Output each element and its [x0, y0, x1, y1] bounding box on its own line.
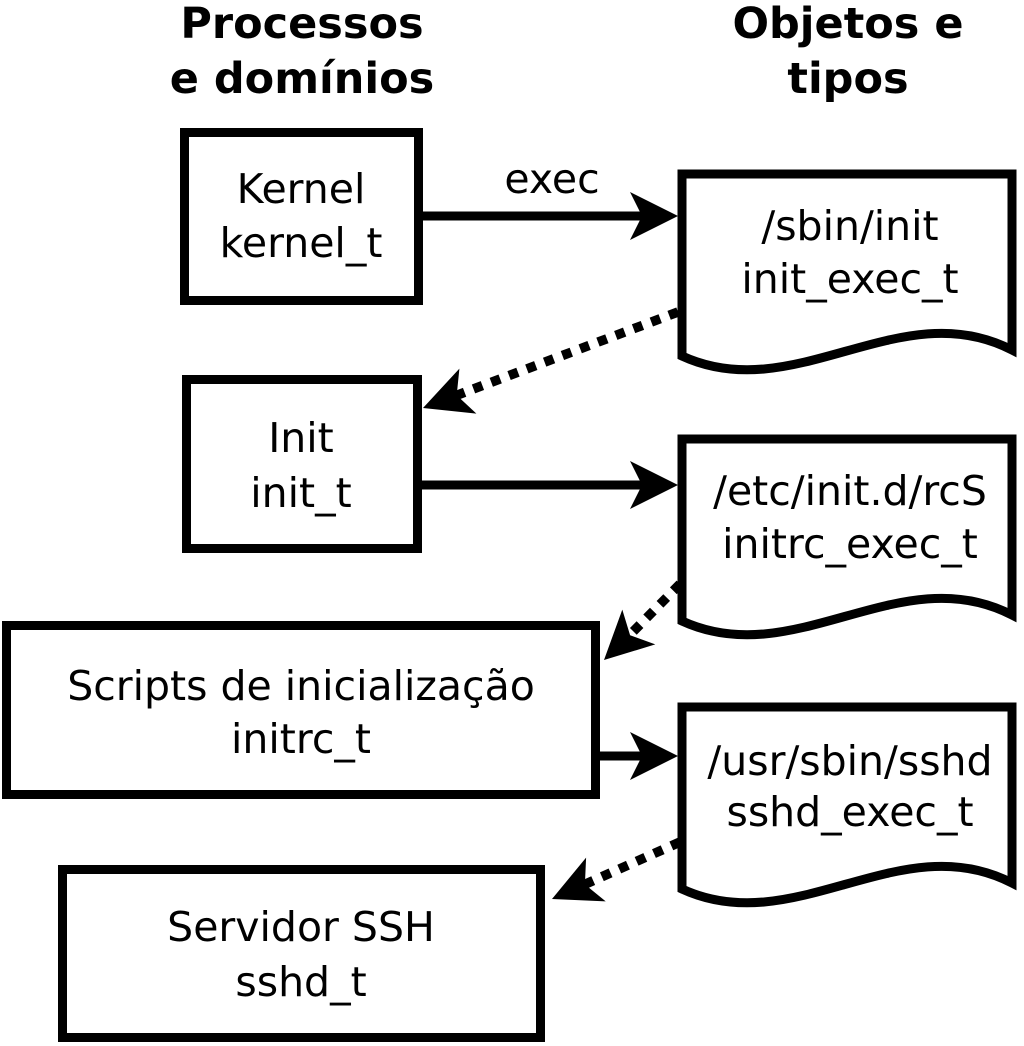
process-label-initrc: Scripts de inicialização — [67, 662, 535, 710]
process-box-sshd — [58, 865, 545, 1042]
column-header-objects-line2: tipos — [787, 54, 908, 104]
arrowhead-exec-init — [630, 461, 678, 509]
process-label-init: Init — [268, 414, 334, 462]
process-domain-kernel: kernel_t — [220, 219, 383, 267]
column-header-processes-line2: e domínios — [170, 54, 435, 104]
arrow-line-layer — [422, 211, 684, 894]
transition-arrow-line-rcs-to-initrc — [618, 580, 684, 647]
object-label-usr-sbin-sshd: /usr/sbin/sshd — [707, 737, 992, 785]
process-box-initrc — [2, 621, 600, 799]
document-shape-sbin-init — [677, 169, 1017, 375]
column-header-objects-line1: Objetos e — [732, 0, 963, 49]
object-type-sbin-init: init_exec_t — [741, 255, 958, 303]
object-type-usr-sbin-sshd: sshd_exec_t — [726, 788, 973, 836]
arrowhead-transition-to-init — [423, 368, 477, 414]
shape-layer — [2, 128, 1017, 1042]
document-shape-usr-sbin-sshd — [677, 702, 1017, 908]
process-box-init — [182, 375, 422, 553]
object-label-etc-initd-rcs: /etc/init.d/rcS — [713, 467, 987, 515]
arrowhead-exec-kernel — [630, 192, 678, 240]
process-label-kernel: Kernel — [237, 165, 366, 213]
arrowhead-layer — [423, 192, 678, 902]
arrowhead-exec-initrc — [630, 732, 678, 780]
process-box-kernel — [180, 128, 423, 305]
process-domain-init: init_t — [250, 469, 351, 517]
process-domain-initrc: initrc_t — [231, 715, 371, 763]
object-label-sbin-init: /sbin/init — [761, 202, 938, 250]
arrowhead-transition-to-sshd — [552, 857, 606, 902]
object-type-etc-initd-rcs: initrc_exec_t — [722, 520, 978, 568]
process-label-sshd: Servidor SSH — [167, 903, 435, 951]
transition-arrow-line-sbininit-to-init — [443, 307, 680, 404]
column-header-processes-line1: Processos — [180, 0, 423, 49]
transition-arrow-line-sshdexec-to-sshd — [571, 837, 682, 894]
document-shape-etc-initd-rcs — [677, 434, 1017, 640]
arrowhead-transition-to-initrc — [604, 609, 656, 660]
exec-arrow-label: exec — [504, 155, 599, 203]
text-layer: Processos e domínios Objetos e tipos exe… — [67, 0, 992, 1006]
process-domain-sshd: sshd_t — [235, 958, 366, 1006]
